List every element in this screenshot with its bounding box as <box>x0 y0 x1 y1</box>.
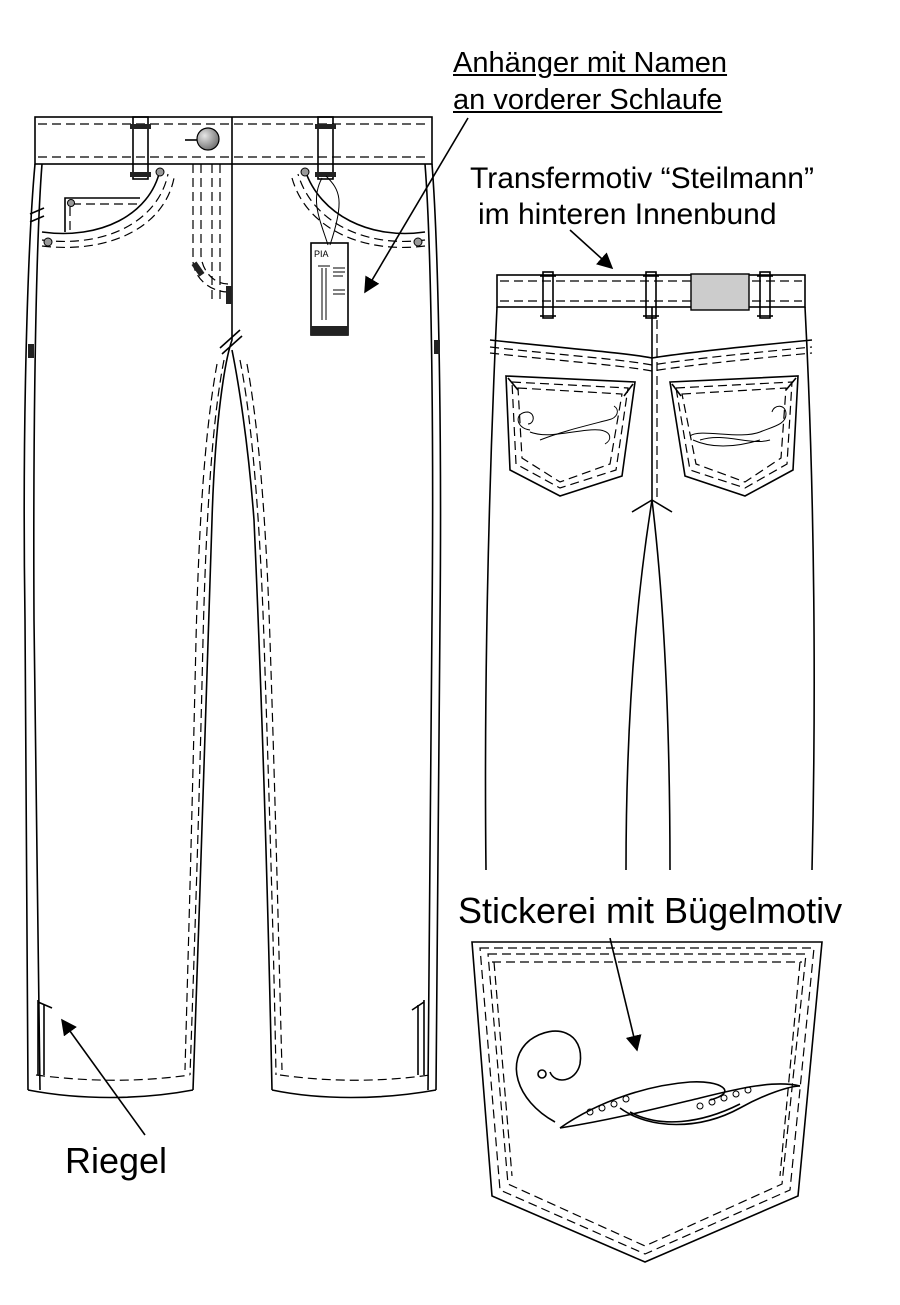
back-left-pocket <box>505 375 636 497</box>
front-right-pocket <box>304 169 426 235</box>
back-belt-loops <box>540 271 773 319</box>
jeans-front-view: PIA <box>23 116 442 1099</box>
hang-tag: PIA <box>310 175 349 336</box>
pocket-detail-outline <box>471 941 823 1263</box>
front-right-inseam <box>231 349 273 1091</box>
pocket-detail <box>471 941 823 1263</box>
arrow-embroidery <box>609 937 642 1052</box>
front-left-inseam <box>192 164 233 1091</box>
back-waistband <box>496 274 806 308</box>
hang-tag-brand: PIA <box>314 249 329 259</box>
back-left-outseam <box>484 306 498 871</box>
coin-pocket <box>64 197 140 232</box>
label-transfer-line2: im hinteren Innenbund <box>478 198 777 231</box>
front-belt-loop-left <box>130 116 151 180</box>
front-left-pocket <box>41 169 161 235</box>
embroidery-motif <box>515 1030 801 1129</box>
label-hang-tag-line2: an vorderer Schlaufe <box>453 84 723 116</box>
arrow-bartack <box>61 1018 146 1136</box>
label-bartack: Riegel <box>65 1140 168 1181</box>
front-waistband <box>34 116 433 165</box>
button-icon <box>196 127 220 151</box>
transfer-patch <box>690 273 750 311</box>
callout-arrows <box>61 117 642 1136</box>
label-hang-tag-line1: Anhänger mit Namen <box>453 47 728 79</box>
label-embroidery: Stickerei mit Bügelmotiv <box>458 890 843 931</box>
jeans-back-view <box>484 271 815 871</box>
back-right-outseam <box>804 306 815 871</box>
front-left-outseam <box>23 163 36 1091</box>
arrow-hang-tag <box>364 117 469 294</box>
back-right-pocket <box>669 375 799 497</box>
arrow-transfer <box>569 229 614 270</box>
label-transfer-line1: Transfermotiv “Steilmann” <box>470 162 814 195</box>
front-belt-loop-right <box>315 116 336 180</box>
front-right-outseam <box>431 163 442 1091</box>
